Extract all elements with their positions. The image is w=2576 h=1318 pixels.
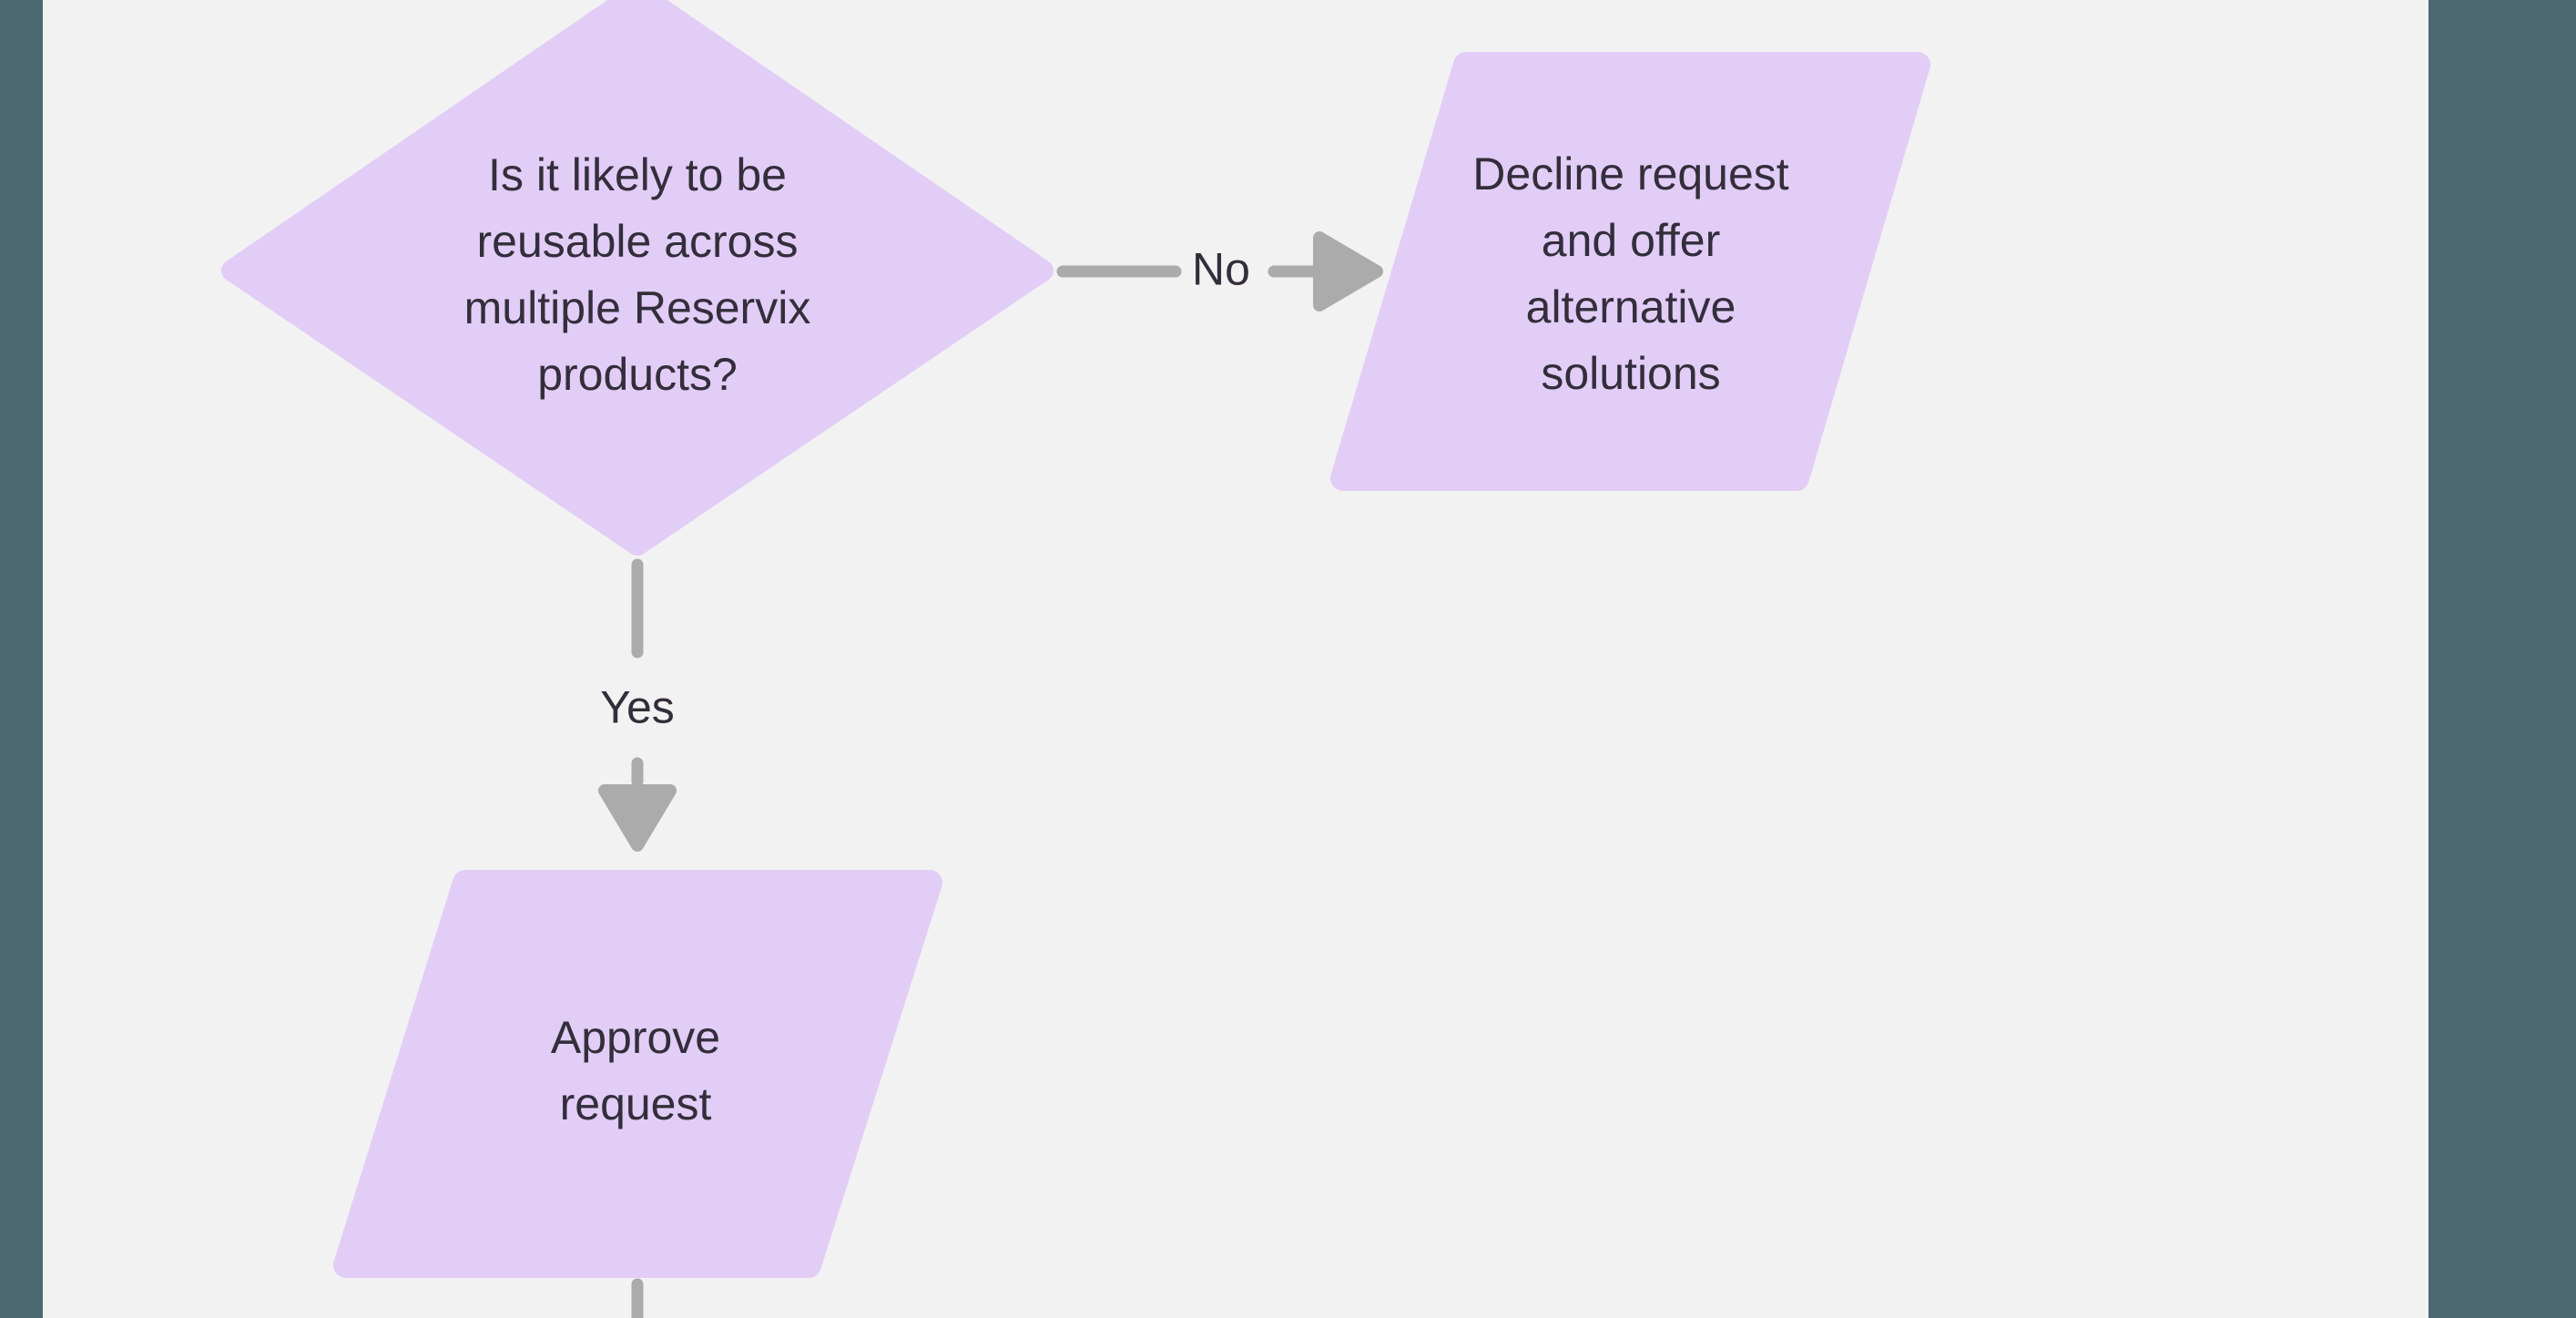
yes-edge-label: Yes bbox=[600, 681, 675, 733]
no-edge-label: No bbox=[1192, 243, 1250, 295]
decline-node-label: Decline request and offer alternative so… bbox=[1472, 148, 1789, 399]
decline-parallelogram-node[interactable] bbox=[1330, 52, 1930, 491]
yes-connector[interactable] bbox=[598, 558, 677, 852]
approve-parallelogram-node[interactable] bbox=[333, 870, 942, 1278]
approve-node-label: Approve request bbox=[550, 1012, 721, 1129]
yes-arrowhead-icon bbox=[598, 784, 677, 852]
no-connector[interactable] bbox=[1056, 231, 1383, 312]
viewer-edge-bar-left bbox=[0, 0, 43, 1318]
no-arrowhead-icon bbox=[1313, 231, 1383, 312]
viewer-edge-bar-right bbox=[2428, 0, 2576, 1318]
decision-node-label: Is it likely to be reusable across multi… bbox=[463, 149, 811, 400]
decision-diamond-node[interactable] bbox=[221, 0, 1054, 556]
